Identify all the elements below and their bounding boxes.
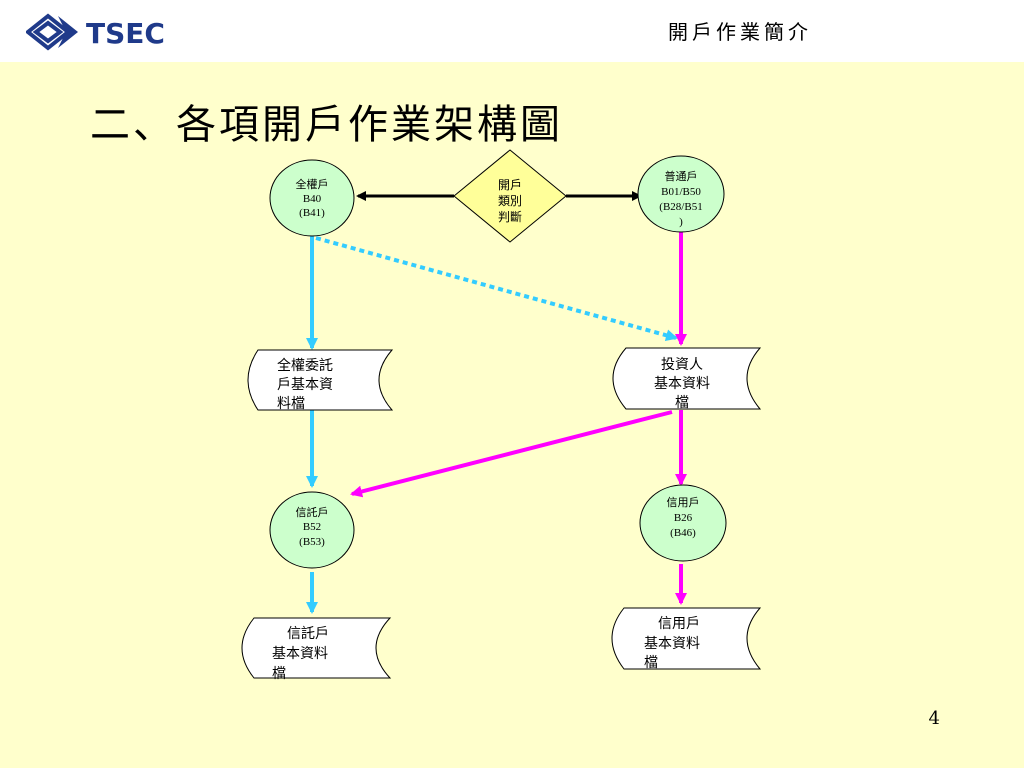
decision-line-3: 判斷	[498, 210, 522, 224]
logo-mark-icon	[26, 13, 78, 51]
node-discretionary-account: 全權戶 B40 (B41)	[269, 159, 355, 237]
node-line: B40	[303, 193, 322, 205]
node-credit-account: 信用戶 B26 (B46)	[639, 484, 727, 562]
doc-discretionary-file: 全權委託 戶基本資 料檔	[247, 349, 394, 412]
node-line: 信用戶	[667, 496, 700, 509]
header-bar: TSEC 開戶作業簡介	[0, 0, 1024, 62]
node-line: (B28/B51	[659, 201, 702, 213]
doc-trust-file: 信託戶 基本資料 檔	[241, 617, 392, 682]
doc-line: 檔	[675, 395, 689, 411]
header-title: 開戶作業簡介	[668, 20, 812, 44]
doc-line: 信用戶	[658, 616, 700, 632]
logo-text: TSEC	[86, 17, 165, 50]
node-regular-account: 普通戶 B01/B50 (B28/B51 )	[637, 155, 725, 233]
doc-line: 基本資料	[272, 645, 328, 662]
node-trust-account: 信託戶 B52 (B53)	[269, 491, 355, 569]
decision-line-2: 類別	[498, 194, 522, 208]
node-line: B26	[674, 512, 693, 524]
node-line: (B53)	[299, 536, 325, 548]
arrow-investor-to-trust	[350, 410, 673, 498]
doc-line: 基本資料	[654, 375, 710, 392]
slide-title: 二、各項開戶作業架構圖	[90, 102, 563, 148]
tsec-logo: TSEC	[26, 13, 165, 51]
decision-line-1: 開戶	[498, 178, 522, 192]
doc-line: 信託戶	[287, 626, 329, 642]
doc-credit-file: 信用戶 基本資料 檔	[611, 607, 762, 671]
node-line: )	[679, 216, 683, 228]
doc-investor-file: 投資人 基本資料 檔	[612, 347, 762, 411]
page-number: 4	[928, 708, 940, 729]
node-line: B01/B50	[661, 186, 701, 198]
arrow-discretionary-to-investor-dotted	[315, 236, 678, 342]
node-line: 全權戶	[296, 177, 329, 191]
doc-line: 基本資料	[644, 635, 700, 652]
node-line: (B41)	[299, 207, 325, 219]
doc-line: 檔	[272, 666, 286, 682]
doc-line: 料檔	[277, 396, 305, 412]
node-line: (B46)	[670, 527, 696, 539]
doc-line: 投資人	[661, 357, 703, 373]
node-line: 信託戶	[296, 505, 329, 519]
node-line: B52	[303, 521, 321, 533]
doc-line: 全權委託	[277, 357, 333, 374]
doc-line: 檔	[644, 655, 658, 671]
decision-account-type: 開戶 類別 判斷	[453, 149, 567, 243]
doc-line: 戶基本資	[277, 376, 333, 393]
node-line: 普通戶	[665, 169, 698, 183]
